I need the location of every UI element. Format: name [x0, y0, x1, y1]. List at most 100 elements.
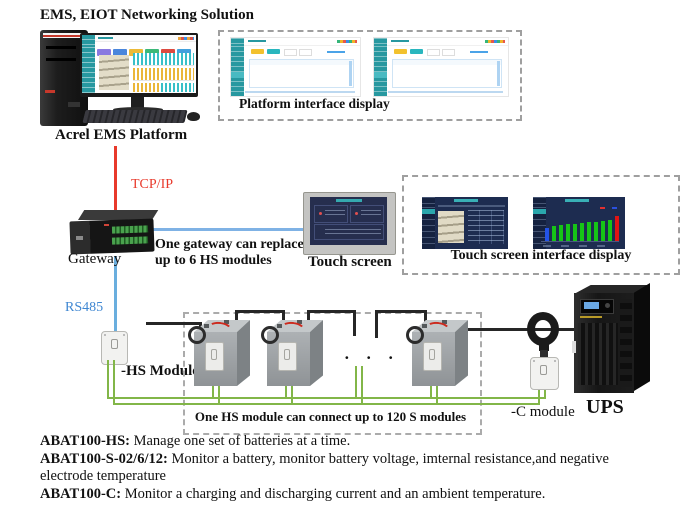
- battery-terminal: [442, 320, 447, 324]
- dashboard-logo: [98, 37, 113, 39]
- green-wire: [291, 368, 293, 404]
- rs485-line: [114, 256, 117, 333]
- outline-button: [284, 49, 297, 56]
- ups-handle: [572, 341, 576, 353]
- sidebar-active-item: [231, 72, 244, 78]
- tower-logo: [68, 102, 80, 107]
- touch-screen-label: Touch screen: [308, 254, 392, 270]
- ups-brand-text: [580, 316, 602, 318]
- acrel-platform-label: Acrel EMS Platform: [55, 127, 188, 143]
- battery-terminal: [204, 324, 209, 328]
- green-wire: [538, 387, 540, 404]
- screenshot-title: [454, 199, 478, 202]
- scrollbar: [497, 61, 500, 86]
- hs-module-label: -HS Module: [121, 363, 199, 379]
- legend-red: [600, 207, 605, 209]
- outline-button: [299, 49, 312, 56]
- pagination-line: [245, 91, 355, 93]
- battery-top: [194, 320, 250, 332]
- yellow-button: [394, 49, 407, 54]
- ups-side-face: [634, 283, 650, 391]
- teal-button: [267, 49, 280, 54]
- gateway-note: One gateway can replace up to 6 HS modul…: [155, 237, 304, 269]
- data-table: [392, 59, 502, 88]
- dashboard-header: [95, 35, 196, 42]
- c-module-device: [530, 357, 559, 390]
- monitor-dashboard-screen: [82, 35, 196, 93]
- data-grid: [468, 210, 504, 244]
- touch-panel: [314, 205, 348, 223]
- c-module-label: -C module: [511, 404, 575, 420]
- battery-side: [310, 320, 323, 386]
- battery-cable: [146, 322, 202, 325]
- dashboard-header-dots: [178, 37, 194, 40]
- screw-dot: [554, 360, 556, 362]
- platform-screenshot-1: [230, 37, 361, 97]
- gateway-label: Gateway: [68, 251, 122, 267]
- gateway-device-image: [66, 208, 159, 256]
- monitor-stand: [131, 97, 144, 108]
- yellow-button: [251, 49, 264, 54]
- touch-screen-image: [303, 192, 396, 255]
- gateway-sd-slot: [76, 236, 83, 240]
- gateway-led: [104, 224, 109, 226]
- screenshot-tabs: [438, 205, 505, 207]
- battery-side: [237, 320, 250, 386]
- ups-label: UPS: [586, 396, 624, 418]
- green-bus-wire: [113, 403, 540, 405]
- ups-top-face: [574, 285, 650, 294]
- ups-vents: [578, 323, 618, 385]
- ups-image: [570, 283, 650, 395]
- panel-text-lines: [325, 210, 345, 218]
- topbar-dots: [485, 40, 505, 43]
- keyboard-image: [82, 110, 188, 123]
- battery-rack-thumbnail: [99, 55, 129, 90]
- dashboard-sidebar: [82, 35, 95, 93]
- gateway-note-line1: One gateway can replace: [155, 237, 304, 252]
- green-wire: [436, 368, 438, 404]
- s-module-device: [278, 342, 297, 371]
- touch-screen-display: [310, 197, 387, 245]
- module-slot: [540, 365, 547, 375]
- gateway-touchscreen-line: [152, 228, 303, 231]
- page-title: EMS, EIOT Networking Solution: [40, 7, 254, 23]
- screenshot-sidebar: [422, 197, 435, 249]
- chart-footer: [543, 245, 615, 247]
- pagination-line: [388, 91, 503, 93]
- battery-terminal: [224, 320, 229, 324]
- bar-chart-row-3b: [161, 83, 194, 92]
- footnote-desc: Monitor a battery, monitor battery volta…: [40, 450, 609, 485]
- bar-chart: [541, 211, 619, 242]
- gateway-terminal-block: [111, 225, 149, 234]
- screw-dot: [533, 360, 535, 362]
- ups-button: [605, 303, 610, 308]
- green-wire: [218, 368, 220, 404]
- green-wire: [107, 360, 109, 399]
- current-transformer-image: [527, 312, 559, 346]
- battery-side: [455, 320, 468, 386]
- battery-top: [267, 320, 323, 332]
- footnote-term: ABAT100-C:: [40, 485, 122, 502]
- ups-pattern-column: [620, 299, 632, 387]
- ct-mount: [539, 344, 549, 351]
- battery-top: [412, 320, 468, 332]
- sidebar-active-item: [422, 209, 435, 214]
- scrollbar: [349, 61, 352, 86]
- module-slot: [284, 349, 290, 360]
- footnote-hs: ABAT100-HS: Manage one set of batteries …: [40, 433, 662, 451]
- sidebar-active-item: [533, 209, 546, 214]
- link-text: [470, 51, 488, 53]
- outline-button: [442, 49, 455, 56]
- screenshot-sidebar: [231, 38, 244, 96]
- s-module-device: [423, 342, 442, 371]
- cable-loop: [261, 326, 279, 344]
- panel-text-lines: [361, 210, 381, 218]
- topbar-brand: [248, 40, 266, 42]
- cable-loop: [188, 326, 206, 344]
- monitor-image: [80, 33, 198, 97]
- screw-dot: [104, 334, 106, 336]
- alarm-dot-icon: [355, 212, 358, 215]
- touch-display-box: Touch screen interface display: [402, 175, 680, 275]
- battery-terminal: [277, 324, 282, 328]
- touch-screenshot-chart: [533, 197, 625, 249]
